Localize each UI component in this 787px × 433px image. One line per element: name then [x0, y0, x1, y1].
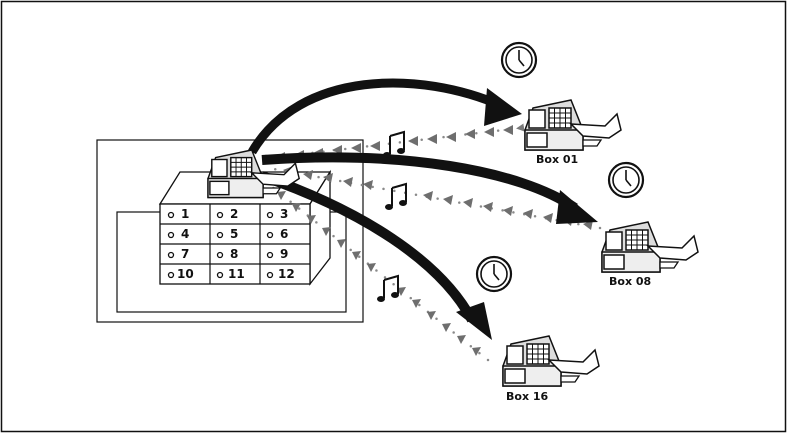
keypad-key-8: 8 — [230, 247, 239, 261]
keypad-key-12: 12 — [278, 267, 295, 281]
music-note-icon-2 — [384, 183, 408, 211]
receiver-fax-machine-icon-box16 — [502, 335, 600, 387]
keypad-key-11: 11 — [228, 267, 245, 281]
destination-label-box01: Box 01 — [536, 153, 579, 166]
music-note-icon-1 — [382, 131, 406, 159]
receiver-fax-machine-icon-box08 — [601, 221, 699, 273]
transmission-arrow-box01 — [248, 78, 522, 155]
destination-label-box08: Box 08 — [609, 275, 652, 288]
music-note-icon-3 — [376, 275, 400, 303]
keypad-key-6: 6 — [280, 227, 289, 241]
keypad-grid-lines — [160, 204, 310, 284]
transmission-arrow-box16 — [260, 171, 492, 340]
keypad-key-10: 10 — [177, 267, 194, 281]
destination-label-box16: Box 16 — [506, 390, 549, 403]
keypad-key-1: 1 — [181, 207, 190, 221]
keypad-key-2: 2 — [230, 207, 239, 221]
confirmation-arrowheads — [275, 125, 593, 356]
keypad-button-dots — [167, 211, 274, 279]
keypad-key-4: 4 — [181, 227, 190, 241]
keypad-key-7: 7 — [181, 247, 190, 261]
keypad-key-5: 5 — [230, 227, 239, 241]
keypad-key-9: 9 — [280, 247, 289, 261]
clock-icon-box08 — [607, 161, 645, 199]
receiver-fax-machine-icon-box01 — [524, 99, 622, 151]
clock-icon-box01 — [500, 41, 538, 79]
transmission-arrow-box08 — [261, 152, 598, 224]
clock-icon-box16 — [475, 255, 513, 293]
confirmation-line-box16 — [264, 180, 490, 362]
keypad-key-3: 3 — [280, 207, 289, 221]
sender-outer-box — [96, 139, 364, 323]
